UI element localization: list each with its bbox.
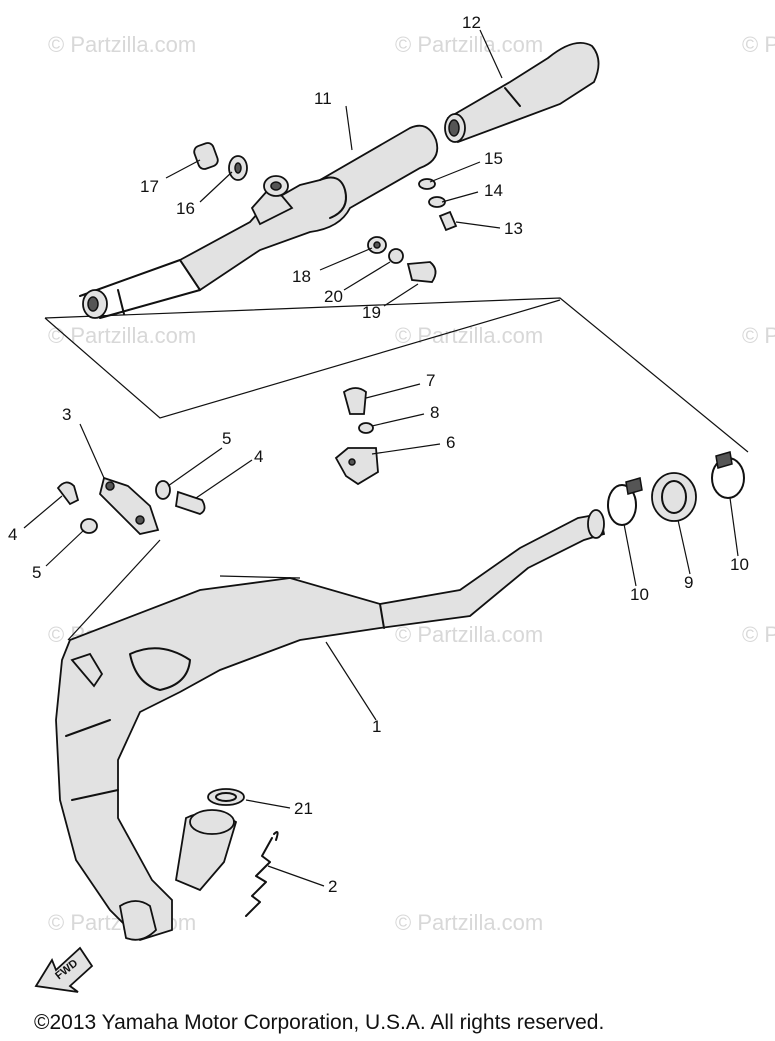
callout-6: 6: [446, 433, 455, 452]
silencer-part: [79, 124, 439, 319]
callout-4: 4: [254, 447, 263, 466]
tailpipe-part: [444, 42, 600, 144]
copyright-notice: ©2013 Yamaha Motor Corporation, U.S.A. A…: [34, 1011, 605, 1034]
forward-arrow-icon: FWD: [34, 946, 94, 993]
callout-15: 15: [484, 149, 503, 168]
callout-10: 10: [730, 555, 749, 574]
callout-labels: 11 12 15 14 13 17 16 18 20 19 7 8 6 3 5 …: [8, 13, 749, 896]
expansion-chamber-part: [55, 509, 606, 942]
callout-14: 14: [484, 181, 503, 200]
callout-11: 11: [314, 89, 332, 108]
callout-8: 8: [430, 403, 439, 422]
callout-21: 21: [294, 799, 313, 818]
callout-19: 19: [362, 303, 381, 322]
assembly-outline: [44, 297, 749, 641]
callout-5: 5: [222, 429, 231, 448]
silencer-hardware: [193, 142, 458, 283]
watermark-text: © Partzilla.com: [395, 910, 543, 935]
callout-16: 16: [176, 199, 195, 218]
watermark-layer: © Partzilla.com © Partzilla.com © Partzi…: [48, 32, 775, 935]
callout-5: 5: [32, 563, 41, 582]
watermark-text: © Partzilla.com: [742, 622, 775, 647]
gasket-spring-parts: [207, 788, 279, 917]
watermark-text: © Partzilla.com: [48, 32, 196, 57]
watermark-text: © Partzilla.com: [48, 323, 196, 348]
callout-12: 12: [462, 13, 481, 32]
watermark-text: © Partzilla.com: [395, 32, 543, 57]
callout-13: 13: [504, 219, 523, 238]
callout-9: 9: [684, 573, 693, 592]
callout-4: 4: [8, 525, 17, 544]
callout-20: 20: [324, 287, 343, 306]
callout-2: 2: [328, 877, 337, 896]
callout-18: 18: [292, 267, 311, 286]
callout-17: 17: [140, 177, 159, 196]
clamp-hardware: [607, 451, 745, 526]
leader-lines: [23, 29, 739, 887]
callout-1: 1: [372, 717, 381, 736]
callout-3: 3: [62, 405, 71, 424]
bracket-hardware: [56, 387, 379, 535]
watermark-text: © Partzilla.com: [395, 622, 543, 647]
watermark-text: © Partzilla.com: [742, 32, 775, 57]
callout-10: 10: [630, 585, 649, 604]
callout-7: 7: [426, 371, 435, 390]
watermark-text: © Partzilla.com: [742, 323, 775, 348]
